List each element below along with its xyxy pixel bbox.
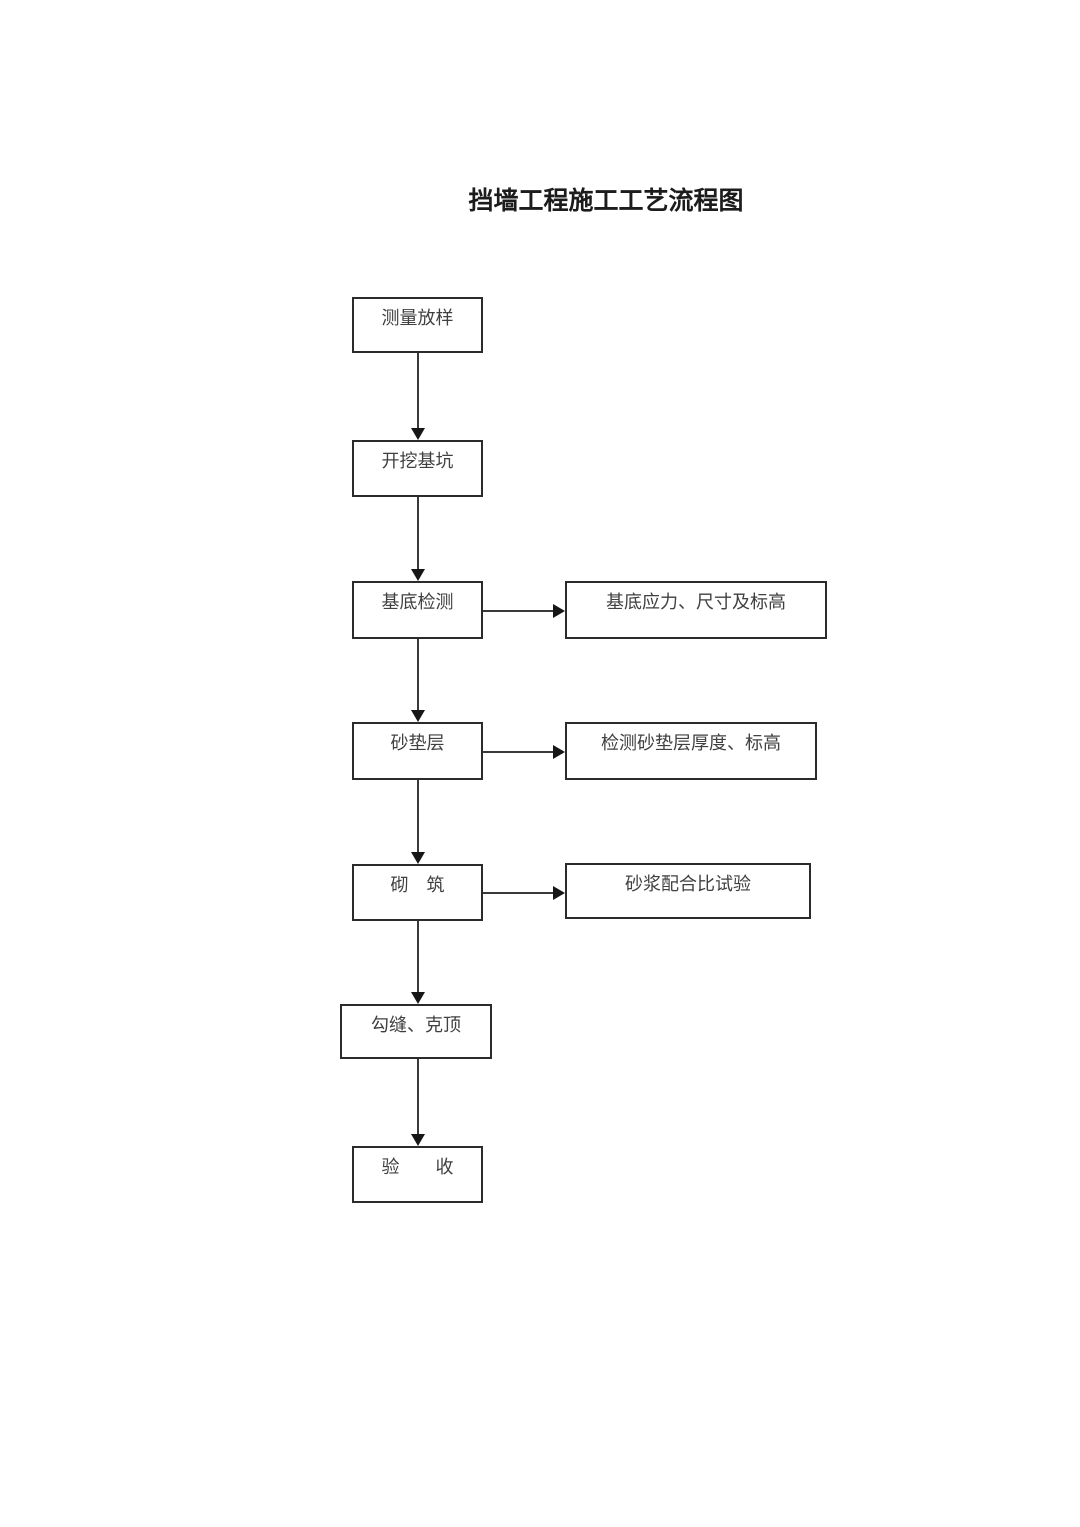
arrowhead-icon bbox=[410, 1134, 425, 1146]
flow-node-label: 勾缝、克顶 bbox=[371, 1015, 461, 1035]
flow-node-label: 测量放样 bbox=[381, 308, 454, 328]
arrowhead-icon bbox=[410, 852, 425, 864]
flow-node-label: 验 收 bbox=[381, 1157, 454, 1177]
side-note-label: 砂浆配合比试验 bbox=[625, 874, 751, 894]
page-title: 挡墙工程施工工艺流程图 bbox=[468, 188, 744, 215]
flow-node-pointing-capping: 勾缝、克顶 bbox=[340, 1004, 492, 1059]
arrowhead-icon bbox=[410, 710, 425, 722]
arrow-down-icon bbox=[410, 1059, 425, 1146]
arrow-right-icon bbox=[483, 885, 565, 900]
arrow-down-icon bbox=[410, 780, 425, 864]
arrow-shaft bbox=[483, 610, 555, 612]
arrow-shaft bbox=[417, 780, 419, 854]
flow-node-survey-layout: 测量放样 bbox=[352, 297, 483, 353]
flow-node-label: 开挖基坑 bbox=[381, 451, 454, 471]
flow-node-sand-cushion: 砂垫层 bbox=[352, 722, 483, 780]
side-note-label: 检测砂垫层厚度、标高 bbox=[601, 733, 781, 753]
arrow-right-icon bbox=[483, 603, 565, 618]
side-note-cushion-check-items: 检测砂垫层厚度、标高 bbox=[565, 722, 817, 780]
arrow-down-icon bbox=[410, 639, 425, 722]
arrowhead-icon bbox=[410, 428, 425, 440]
arrow-right-icon bbox=[483, 744, 565, 759]
arrowhead-icon bbox=[553, 603, 565, 618]
arrow-shaft bbox=[417, 497, 419, 571]
flow-node-acceptance: 验 收 bbox=[352, 1146, 483, 1203]
arrowhead-icon bbox=[410, 992, 425, 1004]
arrow-down-icon bbox=[410, 497, 425, 581]
arrowhead-icon bbox=[410, 569, 425, 581]
flow-node-masonry: 砌 筑 bbox=[352, 864, 483, 921]
arrow-down-icon bbox=[410, 353, 425, 440]
side-note-label: 基底应力、尺寸及标高 bbox=[606, 592, 786, 612]
arrowhead-icon bbox=[553, 885, 565, 900]
arrow-shaft bbox=[417, 921, 419, 994]
flow-node-excavate-pit: 开挖基坑 bbox=[352, 440, 483, 497]
arrow-shaft bbox=[417, 353, 419, 430]
arrowhead-icon bbox=[553, 744, 565, 759]
arrow-shaft bbox=[483, 892, 555, 894]
arrow-shaft bbox=[417, 639, 419, 712]
flow-node-label: 砂垫层 bbox=[390, 733, 445, 753]
side-note-base-check-items: 基底应力、尺寸及标高 bbox=[565, 581, 827, 639]
arrow-shaft bbox=[417, 1059, 419, 1136]
flow-node-label: 基底检测 bbox=[381, 592, 454, 612]
flow-node-label: 砌 筑 bbox=[390, 875, 445, 895]
arrow-down-icon bbox=[410, 921, 425, 1004]
flow-node-base-inspection: 基底检测 bbox=[352, 581, 483, 639]
side-note-mortar-mix-test: 砂浆配合比试验 bbox=[565, 863, 811, 919]
arrow-shaft bbox=[483, 751, 555, 753]
